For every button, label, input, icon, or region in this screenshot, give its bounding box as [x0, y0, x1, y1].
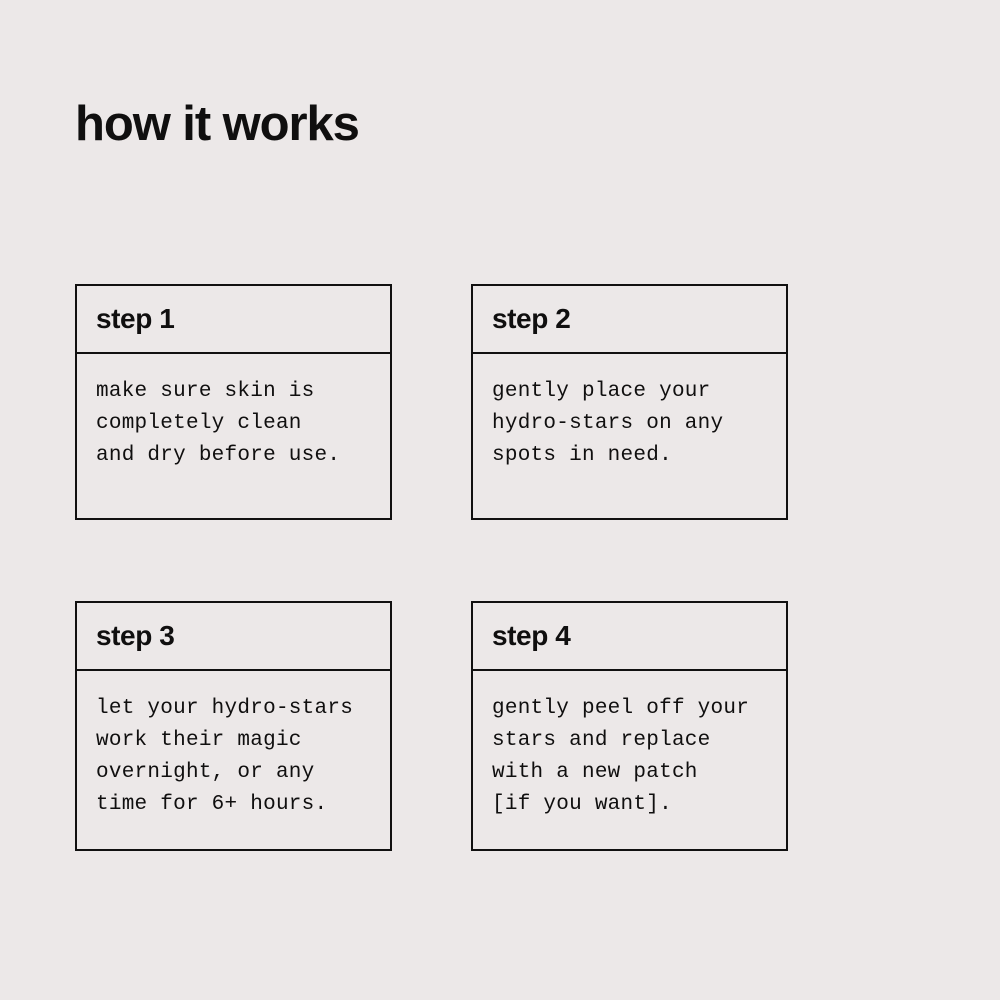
step-card-4-line-1: gently peel off your: [492, 697, 750, 720]
step-card-3-header: step 3: [77, 603, 390, 671]
step-card-2-line-3: spots in need.: [492, 444, 672, 467]
page-title: how it works: [75, 97, 360, 151]
step-card-1-line-3: and dry before use.: [96, 444, 341, 467]
step-card-4-line-2: stars and replace: [492, 729, 711, 752]
step-card-1-line-2: completely clean: [96, 412, 302, 435]
step-card-1-body: make sure skin is completely clean and d…: [77, 354, 390, 518]
step-card-4-line-3: with a new patch: [492, 761, 698, 784]
step-card-3: step 3 let your hydro-stars work their m…: [75, 601, 392, 851]
steps-grid: step 1 make sure skin is completely clea…: [75, 284, 788, 851]
step-card-1-line-1: make sure skin is: [96, 380, 315, 403]
step-card-2-line-1: gently place your: [492, 380, 711, 403]
step-card-3-line-3: overnight, or any: [96, 761, 315, 784]
step-card-2-header: step 2: [473, 286, 786, 354]
step-card-2-body: gently place your hydro-stars on any spo…: [473, 354, 786, 518]
step-card-3-line-2: work their magic: [96, 729, 302, 752]
step-card-1-header: step 1: [77, 286, 390, 354]
step-card-3-title: step 3: [96, 620, 175, 651]
step-card-3-line-4: time for 6+ hours.: [96, 793, 328, 816]
step-card-2-title: step 2: [492, 303, 571, 334]
step-card-3-line-1: let your hydro-stars: [96, 697, 354, 720]
step-card-3-body: let your hydro-stars work their magic ov…: [77, 671, 390, 849]
step-card-1-title: step 1: [96, 303, 175, 334]
step-card-4-body: gently peel off your stars and replace w…: [473, 671, 786, 849]
step-card-4-header: step 4: [473, 603, 786, 671]
step-card-4-line-4: [if you want].: [492, 793, 672, 816]
step-card-1: step 1 make sure skin is completely clea…: [75, 284, 392, 520]
step-card-4-title: step 4: [492, 620, 571, 651]
step-card-2: step 2 gently place your hydro-stars on …: [471, 284, 788, 520]
step-card-2-line-2: hydro-stars on any: [492, 412, 724, 435]
step-card-4: step 4 gently peel off your stars and re…: [471, 601, 788, 851]
